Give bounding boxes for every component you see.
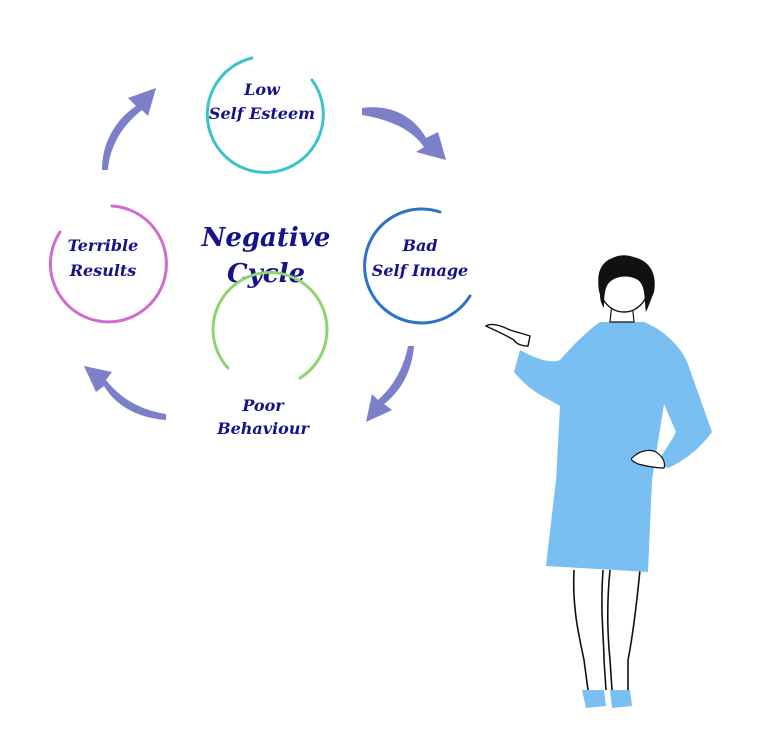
figure-hair xyxy=(598,256,655,312)
node-poor-behaviour-ring xyxy=(211,271,329,380)
center-title-line1: Negative xyxy=(201,223,331,253)
figure-hand-extended xyxy=(484,323,531,347)
arrow-low-to-bad xyxy=(362,107,446,160)
figure-shoe-left xyxy=(582,690,606,708)
node-low-self-esteem-ring xyxy=(205,56,325,174)
node-bad-self-image-ring xyxy=(363,207,472,325)
node-bad-self-image-line1: Bad xyxy=(401,236,437,255)
node-terrible-results-line1: Terrible xyxy=(68,236,139,255)
node-bad-self-image-line2: Self Image xyxy=(372,261,468,280)
node-terrible-results: Terrible Results xyxy=(48,204,168,324)
presenter-figure xyxy=(484,255,712,708)
figure-skirt xyxy=(546,480,652,572)
node-low-self-esteem-line2: Self Esteem xyxy=(209,104,315,123)
figure-legs xyxy=(572,569,641,691)
node-poor-behaviour: Poor Behaviour xyxy=(211,271,329,438)
node-bad-self-image: Bad Self Image xyxy=(363,207,472,325)
node-low-self-esteem-line1: Low xyxy=(243,80,281,99)
node-poor-behaviour-line1: Poor xyxy=(241,396,285,415)
node-terrible-results-ring xyxy=(48,204,168,324)
figure-hand-hip xyxy=(630,449,666,469)
arrow-bad-to-poor xyxy=(366,346,414,422)
center-title: Negative Cycle xyxy=(201,223,331,289)
arrow-terrible-to-low xyxy=(102,88,156,170)
figure-jacket xyxy=(514,322,712,482)
node-poor-behaviour-line2: Behaviour xyxy=(216,419,310,438)
figure-shoe-right xyxy=(610,690,632,708)
arrow-poor-to-terrible xyxy=(84,366,166,420)
cycle-arrows xyxy=(84,88,446,422)
node-low-self-esteem: Low Self Esteem xyxy=(205,56,325,174)
node-terrible-results-line2: Results xyxy=(69,261,137,280)
